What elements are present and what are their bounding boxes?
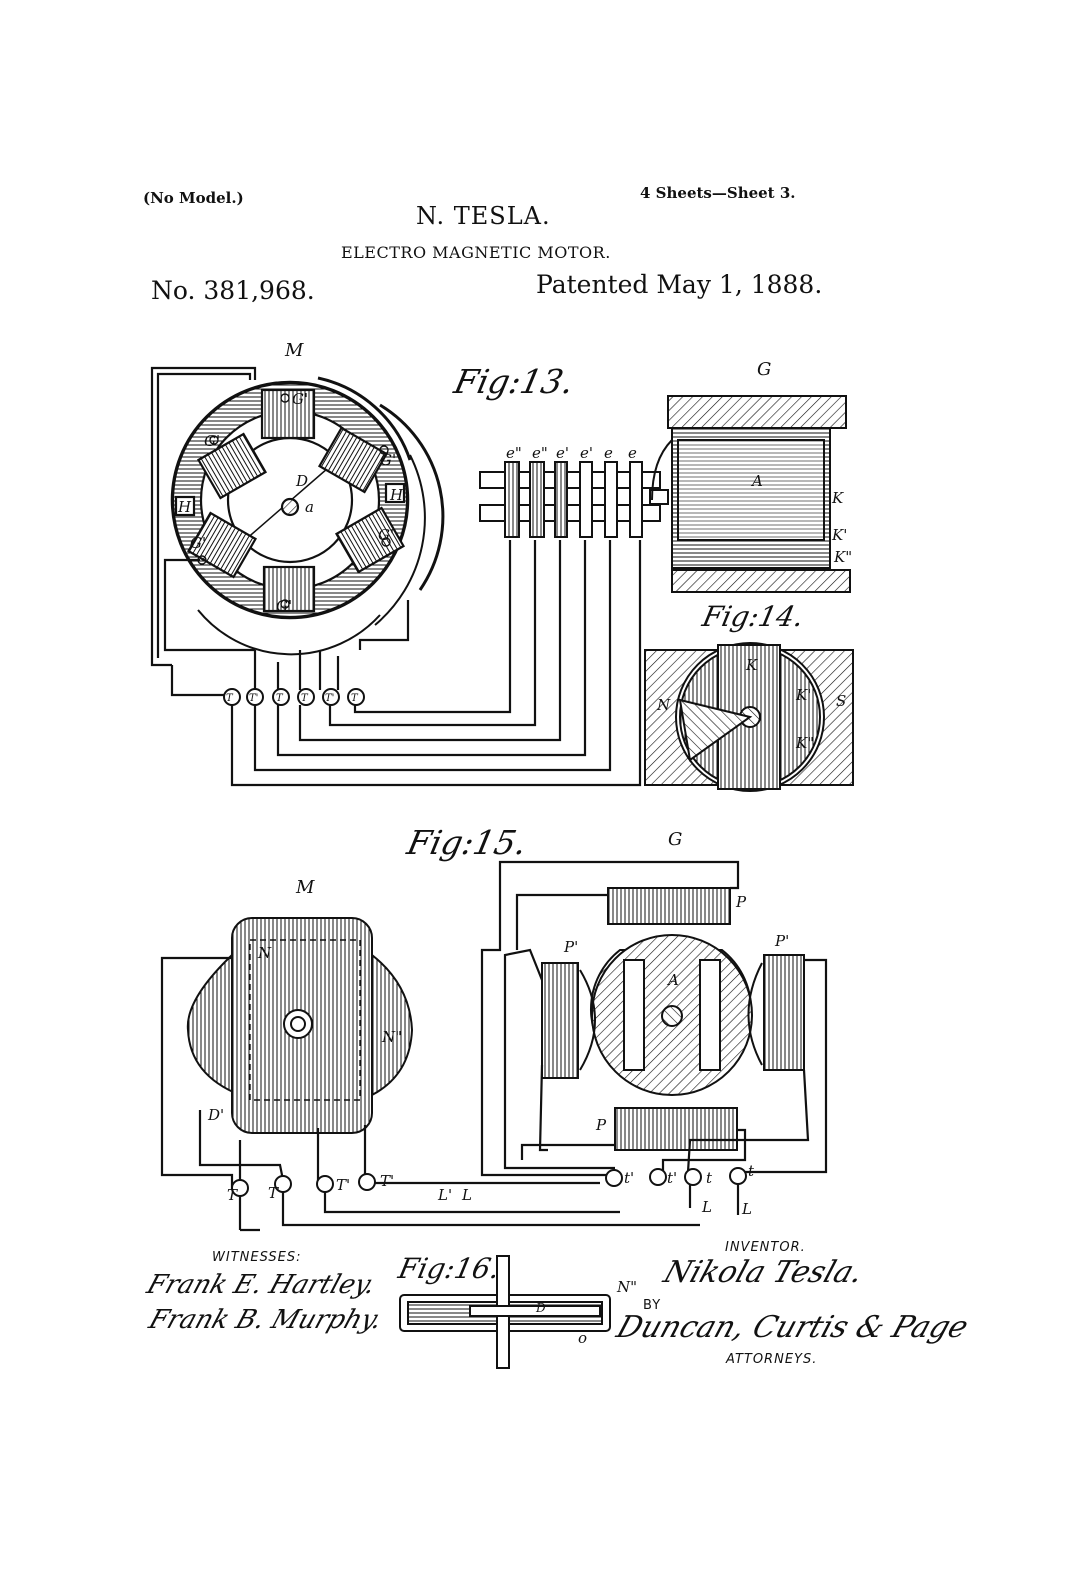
label-G-prime-top: G' (292, 390, 308, 408)
label-P-bottom: P (595, 1116, 607, 1134)
label-P-top: P (735, 893, 747, 911)
label-G-fig15: G (668, 829, 682, 850)
attorneys-signature: Duncan, Curtis & Page (612, 1310, 973, 1345)
figure-13-label: Fig:13. (450, 362, 578, 401)
label-P-prime-left: P' (563, 938, 578, 956)
label-T-1: T (226, 693, 234, 704)
fig13-armature (651, 395, 851, 593)
label-K-double: K" (833, 548, 852, 566)
label-T-4: T (351, 693, 359, 704)
sheet-counter: 4 Sheets—Sheet 3. (640, 184, 796, 202)
label-N-double-fig16: N" (616, 1278, 637, 1296)
label-G-prime-bottom: G' (276, 597, 292, 615)
label-L-right-1: L (701, 1198, 712, 1216)
fig13-wiring (150, 366, 642, 787)
label-M-fig15: M (295, 877, 315, 898)
label-t-1: t (706, 1169, 713, 1187)
figure-16-label: Fig:16. (395, 1252, 503, 1285)
fig13-commutator (479, 461, 669, 538)
label-G-prime-lower-left: G' (190, 534, 206, 552)
label-K-fig14: K (745, 656, 758, 674)
fig15-left-motor (186, 917, 414, 1134)
invention-title: ELECTRO MAGNETIC MOTOR. (341, 243, 611, 262)
label-K-prime: K' (831, 526, 847, 544)
fig15-right-terminals (605, 1167, 747, 1187)
label-N-double-fig15: N" (381, 1028, 402, 1046)
witnesses-heading: WITNESSES: (212, 1250, 302, 1265)
fig15-right-motor (541, 887, 805, 1151)
label-T-fig15-2: T (268, 1184, 279, 1202)
label-L-prime: L' (437, 1186, 452, 1204)
fig15-right-wiring (480, 860, 828, 1215)
label-e-2: e (628, 444, 637, 462)
label-P-prime-right: P' (774, 932, 789, 950)
fig16-section (399, 1255, 611, 1369)
reference-letters: M G G' G' G' G' G' G' D a H H e" e" e' e… (177, 340, 852, 1347)
label-G: G (757, 359, 771, 380)
label-a: a (305, 498, 314, 516)
patented-date: Patented May 1, 1888. (536, 270, 823, 299)
label-e-double-1: e" (506, 444, 522, 462)
label-L-right-2: L (741, 1200, 752, 1218)
label-e-double-2: e" (532, 444, 548, 462)
label-A-fig15: A (666, 971, 679, 989)
inventor-heading: INVENTOR. (725, 1240, 806, 1255)
witness-1-signature: Frank E. Hartley. (143, 1270, 380, 1300)
label-H-right: H (389, 486, 404, 504)
label-N-fig15: N (257, 944, 272, 962)
label-t-prime-2: t' (667, 1169, 677, 1187)
label-T-2: T (276, 693, 284, 704)
attorneys-heading: ATTORNEYS. (726, 1352, 818, 1367)
label-t-prime-1: t' (624, 1169, 634, 1187)
fig14-cross-section (644, 642, 854, 792)
label-K: K (831, 489, 844, 507)
label-G-prime-lower-right: G' (378, 526, 394, 544)
witness-2-signature: Frank B. Murphy. (145, 1305, 386, 1335)
inventor-name: N. TESLA. (416, 202, 551, 230)
label-G-prime-left: G' (204, 432, 220, 450)
label-L: L (461, 1186, 472, 1204)
label-T-3: T (301, 693, 309, 704)
fig13-ring-motor (170, 376, 445, 656)
label-D: D (295, 472, 308, 490)
fig15-left-wiring (160, 956, 700, 1232)
label-G-prime-right: G' (380, 451, 396, 469)
label-T-prime-2: T' (325, 693, 334, 704)
label-H-left: H (177, 498, 192, 516)
by-label: BY (643, 1298, 662, 1313)
label-M: M (284, 340, 304, 361)
figure-14-label: Fig:14. (699, 600, 807, 633)
label-K-double-fig14: K" (795, 734, 814, 752)
label-S-fig14: S (836, 692, 846, 710)
label-D-prime: D' (207, 1106, 224, 1124)
figure-15-label: Fig:15. (403, 823, 531, 862)
inventor-signature: Nikola Tesla. (659, 1255, 868, 1290)
label-A-fig13: A (750, 472, 763, 490)
label-T-prime-fig15-1: T' (336, 1176, 350, 1194)
fig15-left-terminals (231, 1173, 376, 1197)
label-N-fig14: N (656, 696, 671, 714)
label-T-prime-1: T' (249, 693, 258, 704)
label-e-prime-1: e' (556, 444, 569, 462)
label-K-prime-fig14: K' (795, 686, 811, 704)
label-D-fig16: D (535, 1301, 546, 1315)
patent-number: No. 381,968. (151, 276, 315, 305)
label-e-1: e (604, 444, 613, 462)
label-t-2: t (748, 1162, 755, 1180)
label-o: o (578, 1329, 587, 1347)
label-T-fig15-1: T (227, 1186, 238, 1204)
no-model-note: (No Model.) (143, 189, 244, 207)
fig13-terminal-row (223, 688, 365, 706)
label-e-prime-2: e' (580, 444, 593, 462)
label-T-prime-fig15-2: T' (380, 1172, 394, 1190)
